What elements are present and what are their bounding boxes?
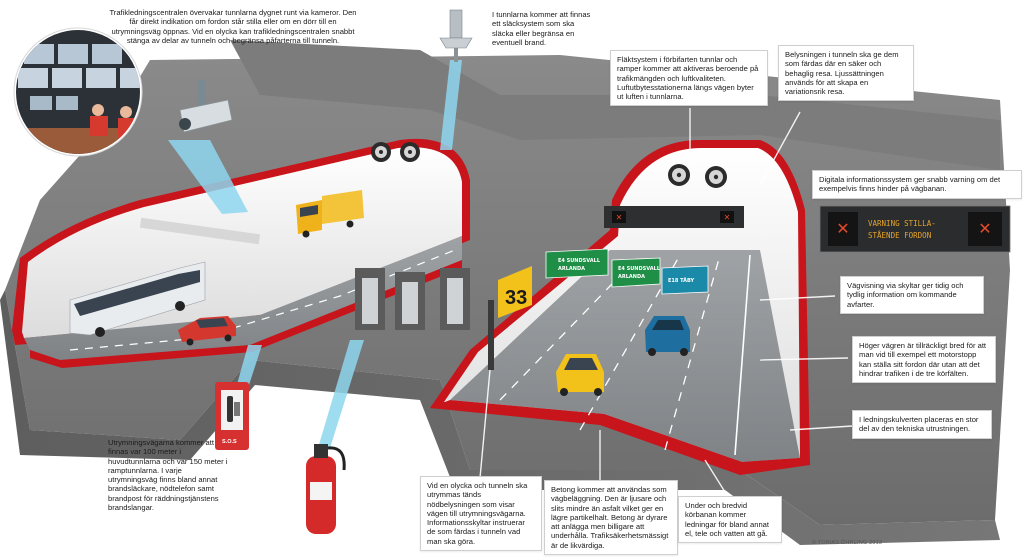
sprinkler-beam xyxy=(440,60,462,150)
leader-lines xyxy=(479,108,869,501)
vms-line-2: STÅENDE FORDON xyxy=(868,231,931,240)
svg-text:✕: ✕ xyxy=(978,221,991,238)
right-jet-fans xyxy=(668,164,727,188)
sos-label: S.O.S xyxy=(222,439,237,445)
sprinkler-icon xyxy=(439,9,473,62)
pavement-callout: Betong kommer att användas som vägbelägg… xyxy=(544,480,678,556)
operator-2 xyxy=(120,106,132,118)
bus-vehicle xyxy=(69,261,206,337)
svg-text:✕: ✕ xyxy=(836,221,849,238)
sign-1-line-1: E4 SUNDSVALL xyxy=(558,258,601,264)
emergency-phone-icon: S.O.S xyxy=(215,382,249,450)
shoulder-callout: Höger vägren är tillräckligt bred för at… xyxy=(852,336,996,384)
culvert-callout: I ledningskulverten placeras en stor del… xyxy=(852,410,992,439)
direction-sign-2: E4 SUNDSVALL ARLANDA xyxy=(611,257,661,288)
direction-sign-3: E18 TÄBY xyxy=(661,265,709,295)
ventilation-callout: Fläktsystem i förbifarten tunnlar och ra… xyxy=(610,50,768,107)
left-jet-fans xyxy=(371,142,420,162)
red-car-vehicle xyxy=(178,316,236,346)
sign-1-line-2: ARLANDA xyxy=(558,266,585,272)
camera-beam xyxy=(168,140,248,214)
left-tunnel-road-edge xyxy=(30,260,462,368)
rock-front-face xyxy=(0,290,1000,545)
svg-text:✕: ✕ xyxy=(724,213,731,222)
exit-number-sign: 33 xyxy=(498,266,532,318)
emergency-exits-callout: Utrymningsvägarna kommer att finnas var … xyxy=(108,438,228,513)
operator-1 xyxy=(92,104,104,116)
utilities-callout: Under och bredvid körbanan kommer lednin… xyxy=(678,496,782,544)
lighting-callout: Belysningen i tunneln ska ge dem som fär… xyxy=(778,45,914,102)
left-lane-marking xyxy=(69,249,456,351)
right-tunnel-road-edge xyxy=(430,400,810,475)
fire-extinguisher-icon xyxy=(306,444,346,534)
sign-3-text: E18 TÄBY xyxy=(668,277,695,284)
exit-number: 33 xyxy=(505,287,527,309)
signage-callout: Vägvisning via skyltar ger tidig och tyd… xyxy=(840,276,984,314)
vms-line-1: VARNING STILLA- xyxy=(868,219,936,228)
shoulder-line xyxy=(734,254,751,456)
sign-2-line-1: E4 SUNDSVALL xyxy=(618,266,661,272)
direction-signs: E4 SUNDSVALL ARLANDA E4 SUNDSVALL ARLAND… xyxy=(545,248,709,295)
jet-fan-icon xyxy=(400,142,420,162)
yellow-car-vehicle xyxy=(556,354,604,396)
direction-sign-1: E4 SUNDSVALL ARLANDA xyxy=(545,248,609,279)
jet-fan-icon xyxy=(371,142,391,162)
control-center-callout: Trafikledningscentralen övervakar tunnla… xyxy=(109,8,357,45)
dump-truck-vehicle xyxy=(296,190,364,238)
tunnel-vms-gantry: ✕ ✕ xyxy=(604,206,744,228)
sign-2-line-2: ARLANDA xyxy=(618,274,645,280)
illustration-credit: © TOBIAS ÖHRLING 2013 xyxy=(812,540,883,546)
left-tunnel-road xyxy=(24,236,462,360)
phone-beam xyxy=(236,345,262,388)
evacuation-passages xyxy=(355,268,470,330)
info-system-callout: Digitala informationssystem ger snabb va… xyxy=(812,170,1022,199)
vms-display-panel: ✕ ✕ VARNING STILLA- STÅENDE FORDON xyxy=(819,205,1011,253)
callout-beams xyxy=(168,60,462,448)
jet-fan-icon xyxy=(668,164,690,186)
right-tunnel-road xyxy=(450,250,800,462)
left-overhead-gantry xyxy=(139,217,261,245)
sprinkler-callout: I tunnlarna kommer att finnas ett släcks… xyxy=(492,10,591,47)
evacuation-light-pole xyxy=(488,300,494,370)
extinguisher-beam xyxy=(318,340,364,448)
svg-text:✕: ✕ xyxy=(616,213,623,222)
jet-fan-icon xyxy=(705,166,727,188)
blue-car-vehicle xyxy=(645,316,690,356)
surveillance-camera-icon xyxy=(179,80,233,133)
evacuation-callout: Vid en olycka och tunneln ska utrymmas t… xyxy=(420,476,542,552)
